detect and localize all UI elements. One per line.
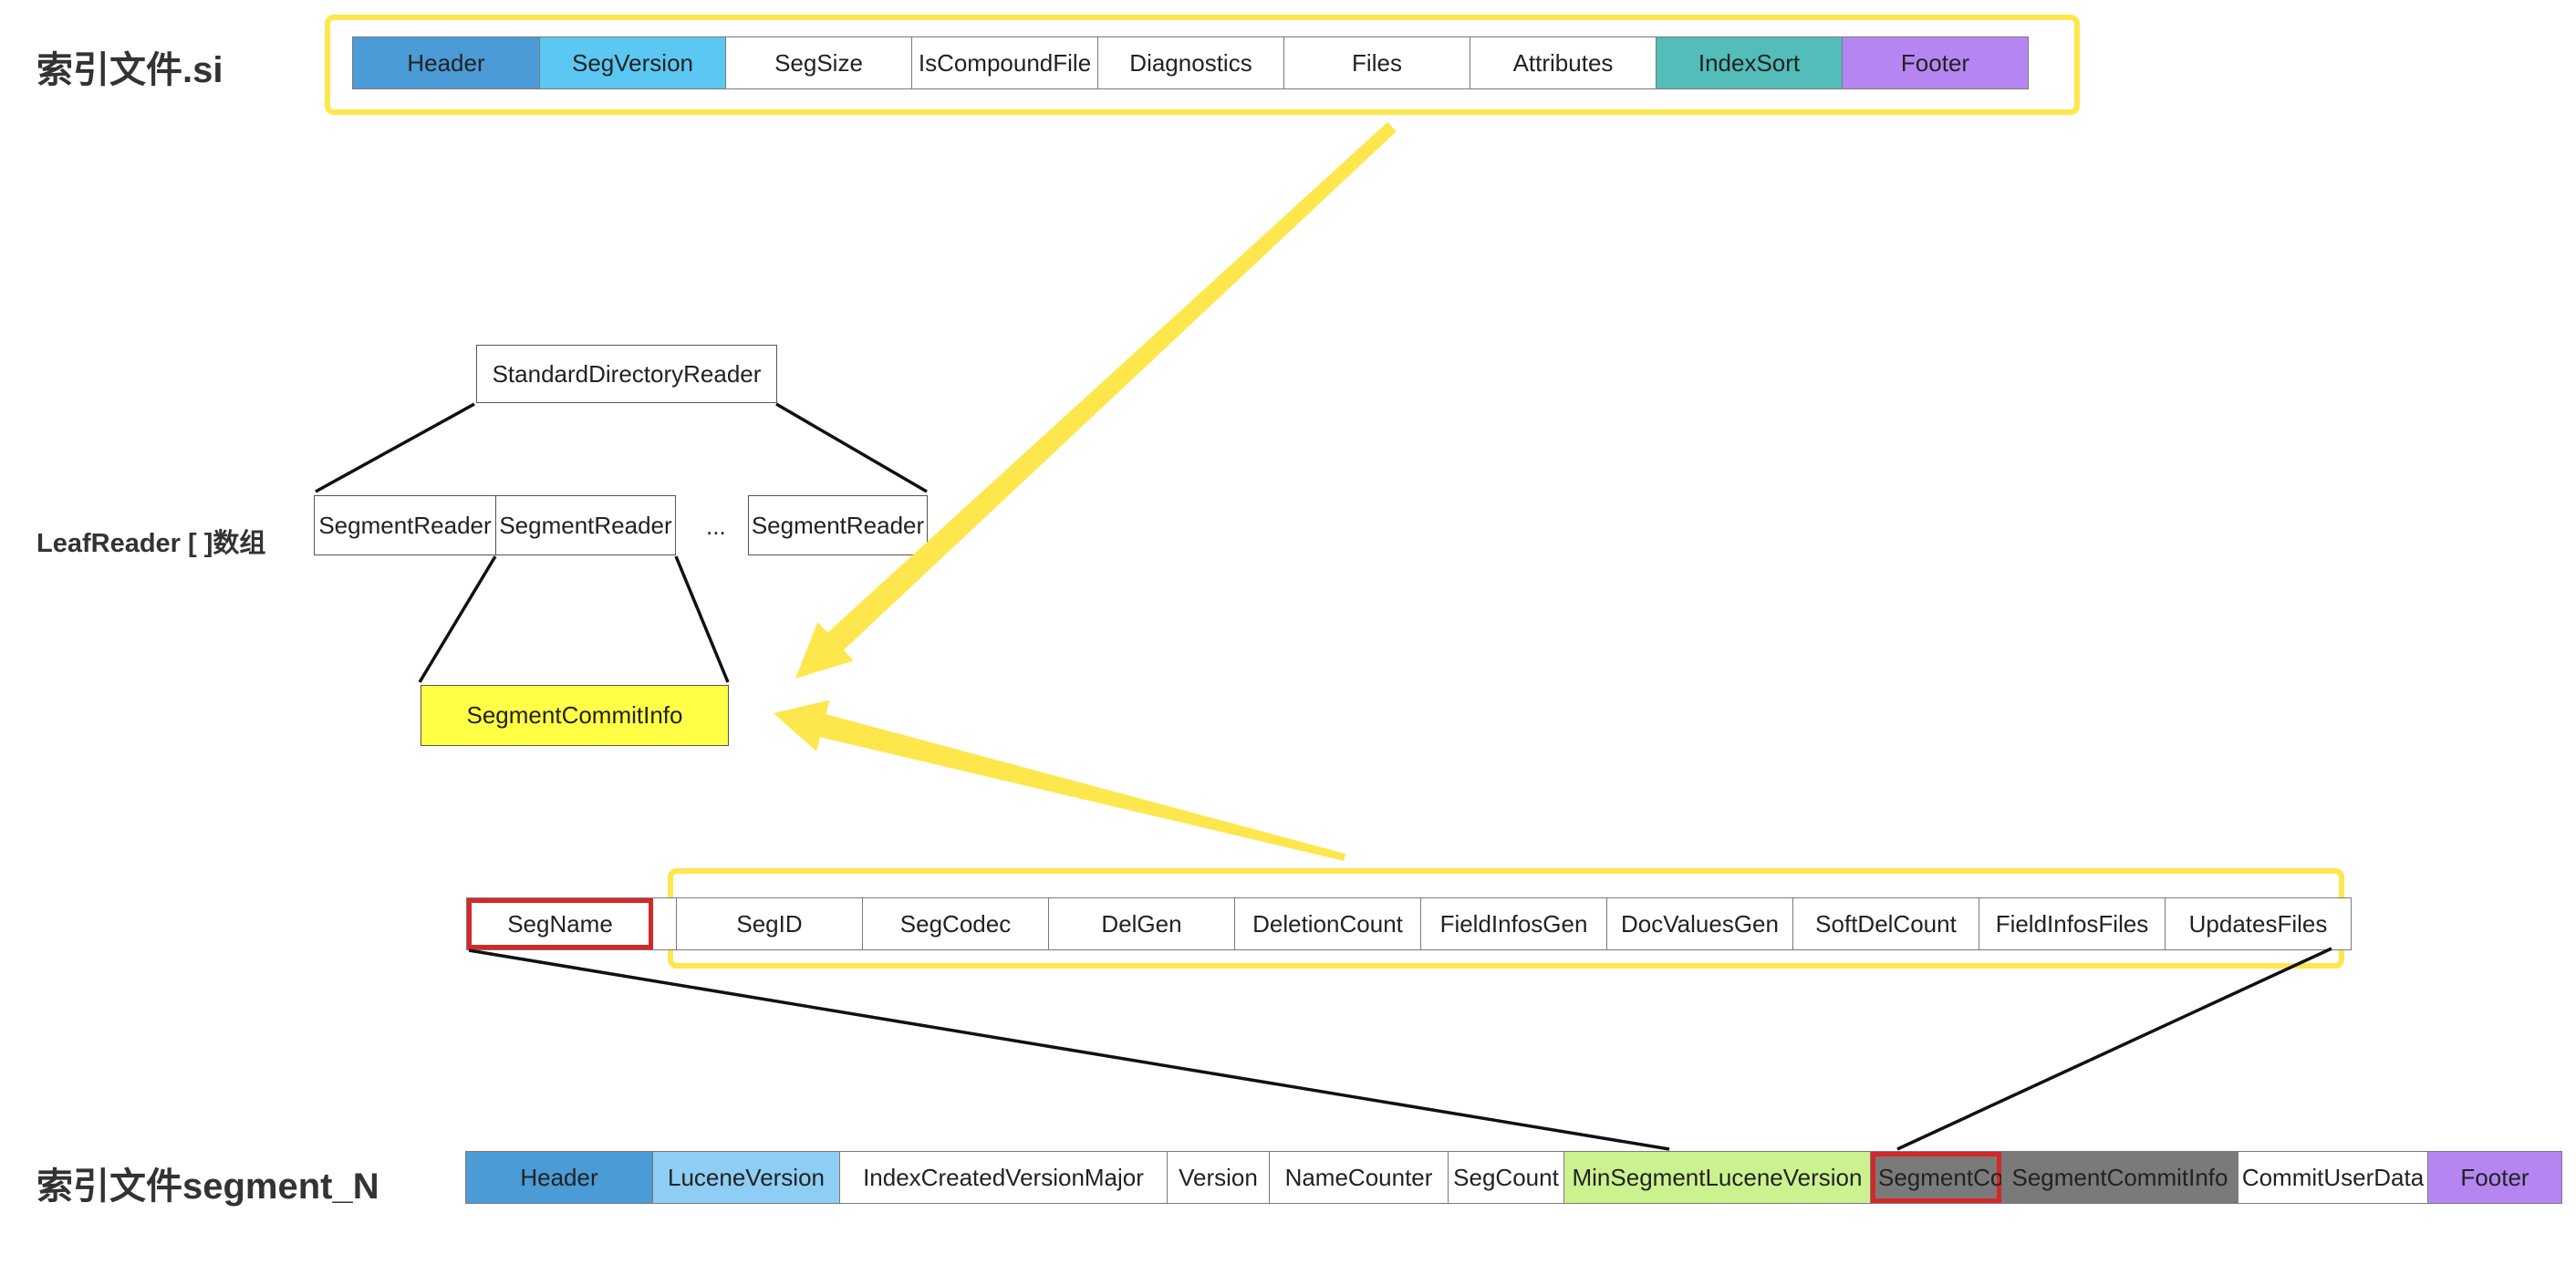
segn-field-header: Header xyxy=(465,1151,653,1204)
segname-link-line xyxy=(468,948,1670,1151)
commit-field-fieldinfosfiles: FieldInfosFiles xyxy=(1979,897,2166,950)
commit-field-updatesfiles: UpdatesFiles xyxy=(2165,897,2352,950)
commit-field-docvaluesgen: DocValuesGen xyxy=(1606,897,1793,950)
commit-line-right xyxy=(674,555,730,683)
commit-field-softdelcount: SoftDelCount xyxy=(1792,897,1979,950)
fields-to-commitinfo-arrow xyxy=(774,700,1345,861)
commit-line-left xyxy=(418,555,497,683)
segment-n-file-label: 索引文件segment_N xyxy=(36,1166,379,1207)
tree-line-left xyxy=(315,402,475,493)
segn-field-minsegmentluceneversion: MinSegmentLuceneVersion xyxy=(1563,1151,1871,1204)
si-field-footer: Footer xyxy=(1842,36,2029,89)
si-field-indexsort: IndexSort xyxy=(1656,36,1843,89)
si-file-fields: Header SegVersion SegSize IsCompoundFile… xyxy=(352,36,2029,89)
si-field-diagnostics: Diagnostics xyxy=(1097,36,1284,89)
segment-commit-fields: SegName SegID SegCodec DelGen DeletionCo… xyxy=(466,897,2352,950)
segment-n-fields: Header LuceneVersion IndexCreatedVersion… xyxy=(465,1151,2562,1204)
segn-field-namecounter: NameCounter xyxy=(1269,1151,1449,1204)
standard-directory-reader: StandardDirectoryReader xyxy=(476,345,777,403)
si-field-iscompoundfile: IsCompoundFile xyxy=(911,36,1098,89)
si-file-label: 索引文件.si xyxy=(36,50,223,90)
tree-line-right xyxy=(775,402,928,493)
segn-field-indexcreatedversionmajor: IndexCreatedVersionMajor xyxy=(839,1151,1168,1204)
segment-reader-1: SegmentReader xyxy=(314,495,496,555)
fields-link-line xyxy=(1896,947,2332,1151)
segn-field-segcount: SegCount xyxy=(1448,1151,1564,1204)
segn-field-footer: Footer xyxy=(2427,1151,2562,1204)
commit-field-gap xyxy=(653,897,677,950)
reader-ellipsis: ... xyxy=(706,513,726,540)
si-field-segversion: SegVersion xyxy=(539,36,726,89)
si-to-commitinfo-arrow xyxy=(795,121,1397,679)
commit-field-segid: SegID xyxy=(676,897,863,950)
segment-reader-2: SegmentReader xyxy=(495,495,676,555)
commit-field-delgen: DelGen xyxy=(1048,897,1235,950)
commit-field-deletioncount: DeletionCount xyxy=(1234,897,1421,950)
segn-field-commituserdata: CommitUserData xyxy=(2238,1151,2428,1204)
segment-commit-info-box: SegmentCommitInfo xyxy=(421,685,729,746)
si-file-highlight xyxy=(325,15,2080,115)
leafreader-array-label: LeafReader [ ]数组 xyxy=(36,529,266,558)
segn-field-version: Version xyxy=(1167,1151,1270,1204)
commit-field-fieldinfosgen: FieldInfosGen xyxy=(1420,897,1607,950)
segn-field-segmentcommitinfo: SegmentCommitInfo xyxy=(2001,1151,2238,1204)
segment-reader-3: SegmentReader xyxy=(748,495,928,555)
si-field-attributes: Attributes xyxy=(1470,36,1657,89)
si-field-segsize: SegSize xyxy=(725,36,912,89)
segn-field-luceneversion: LuceneVersion xyxy=(652,1151,840,1204)
